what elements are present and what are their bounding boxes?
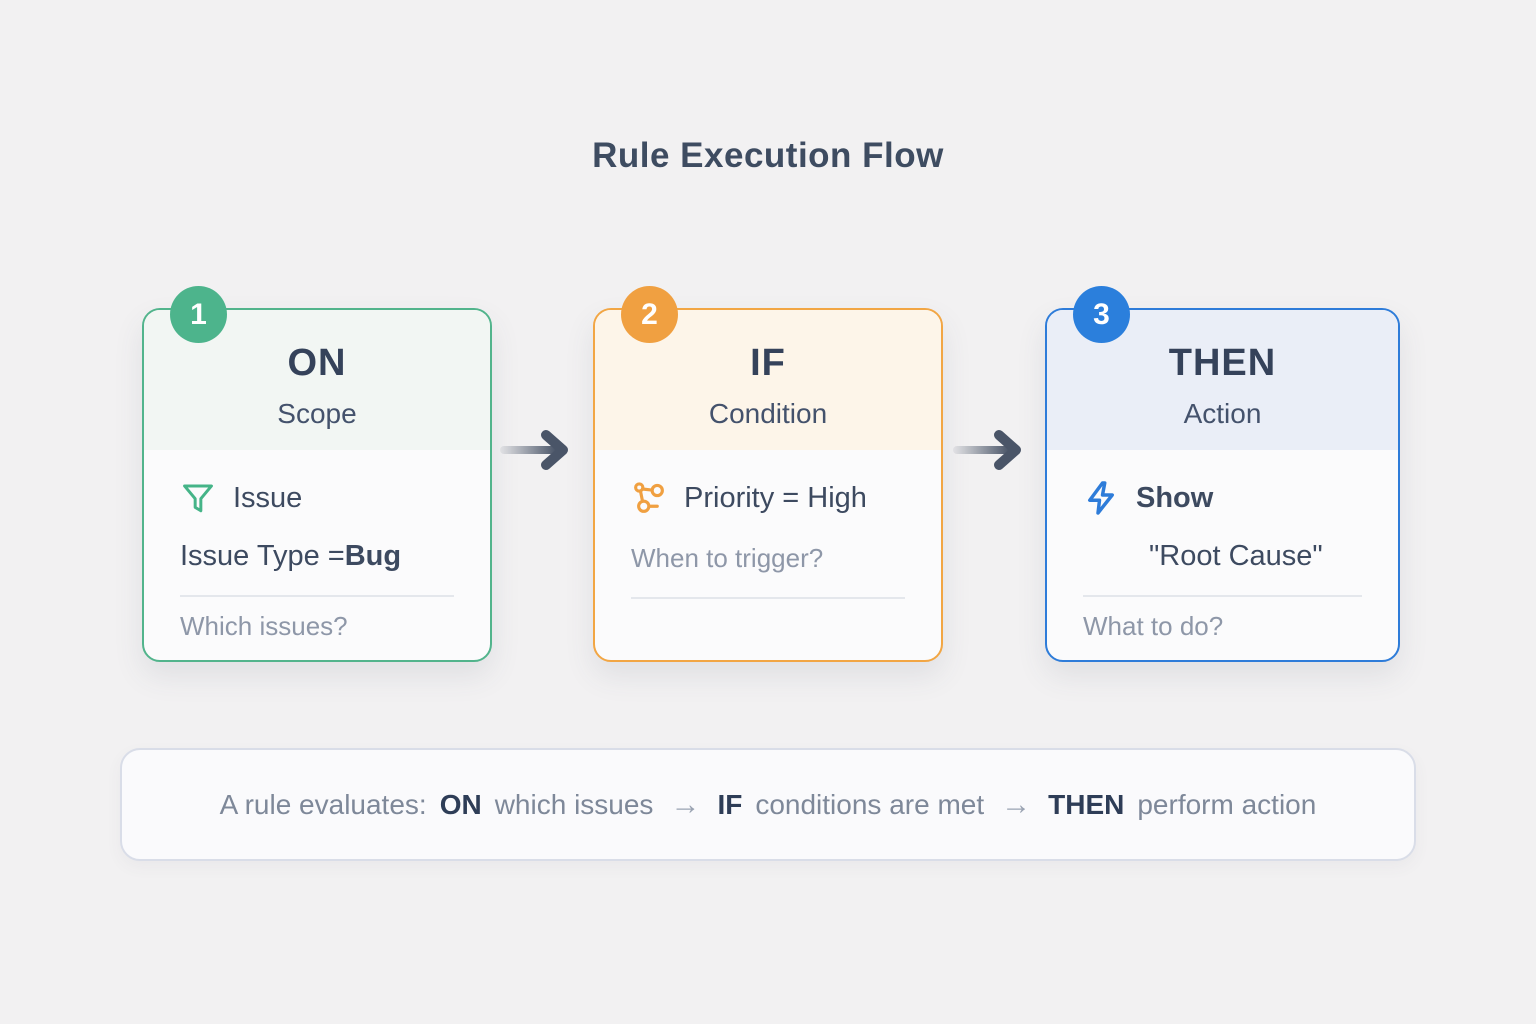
flow-card-then: 3 THEN Action Show "Root Cause" What to … (1045, 286, 1400, 662)
summary-prefix: A rule evaluates: (219, 788, 427, 820)
card-number-badge: 3 (1073, 286, 1130, 343)
condition-primary-label: Priority = High (684, 481, 867, 514)
page-title: Rule Execution Flow (592, 136, 944, 175)
summary-segment: which issues (494, 788, 654, 820)
arrow-right-icon: → (1001, 787, 1032, 821)
summary-keyword-on: ON (439, 788, 482, 820)
scope-detail-value: Bug (344, 539, 402, 572)
lightning-bolt-icon (1083, 480, 1119, 516)
summary-keyword-then: THEN (1048, 788, 1125, 820)
summary-bar: A rule evaluates: ON which issues → IF c… (120, 748, 1416, 861)
scope-hint-text: Which issues? (180, 611, 348, 641)
action-primary-label: Show (1136, 481, 1214, 514)
card-body: Issue Issue Type = Bug Which issues? (144, 450, 490, 642)
filter-icon (180, 480, 216, 516)
branch-nodes-icon (631, 480, 667, 516)
arrow-right-icon: → (670, 787, 701, 821)
card-number-badge: 2 (621, 286, 678, 343)
flow-card-if: 2 IF Condition Priority = High When to t… (593, 286, 943, 662)
scope-primary-row: Issue (180, 476, 460, 520)
summary-text: A rule evaluates: ON which issues → IF c… (220, 788, 1317, 822)
summary-keyword-if: IF (717, 788, 743, 820)
scope-detail-text: Issue Type = Bug (180, 536, 460, 576)
flow-arrow-icon (500, 428, 576, 477)
card-subtitle: Condition (708, 398, 828, 429)
flow-card-on: 1 ON Scope Issue Issue Type = Bug Which … (142, 286, 492, 662)
action-primary-row: Show (1083, 476, 1368, 520)
scope-detail-prefix: Issue Type = (180, 539, 345, 572)
card-keyword: ON (287, 342, 347, 384)
scope-primary-label: Issue (233, 481, 303, 514)
flow-arrow-icon (953, 428, 1029, 477)
action-detail-text: "Root Cause" (1149, 539, 1323, 572)
action-hint-text: What to do? (1083, 611, 1224, 641)
card-number-badge: 1 (170, 286, 227, 343)
card-keyword: THEN (1168, 342, 1277, 384)
card-divider (180, 595, 454, 597)
condition-primary-row: Priority = High (631, 476, 911, 520)
summary-segment: conditions are met (755, 788, 985, 820)
card-body: Priority = High When to trigger? (595, 450, 941, 599)
condition-hint-text: When to trigger? (631, 542, 824, 573)
card-divider (1083, 595, 1362, 597)
card-keyword: IF (750, 342, 786, 384)
card-divider (631, 597, 905, 599)
card-body: Show "Root Cause" What to do? (1047, 450, 1398, 642)
card-subtitle: Scope (277, 398, 357, 429)
summary-segment: perform action (1137, 788, 1317, 820)
card-subtitle: Action (1183, 398, 1262, 429)
